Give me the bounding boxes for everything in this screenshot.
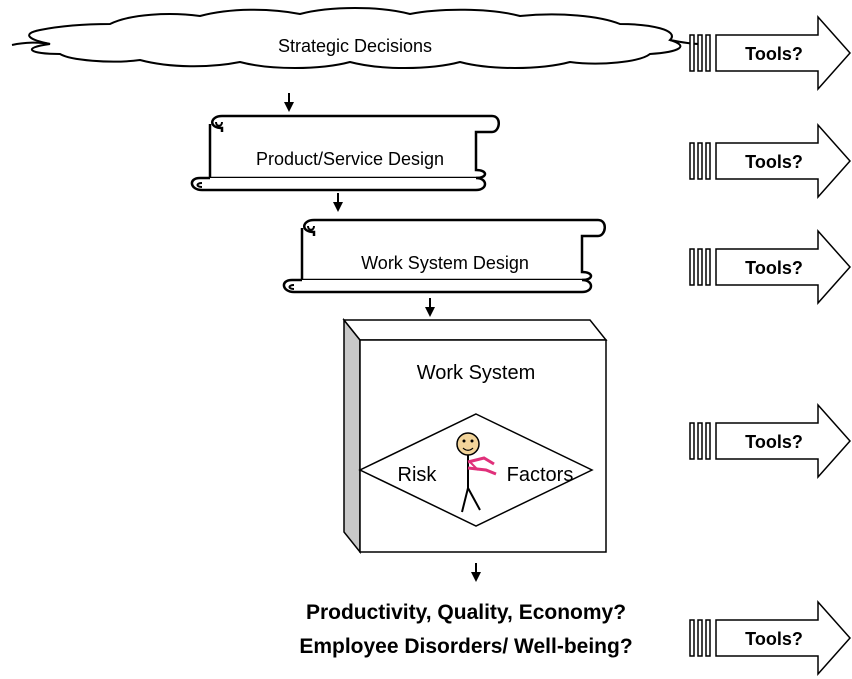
tools-label: Tools? bbox=[745, 44, 803, 64]
strategic-decisions-cloud: Strategic Decisions bbox=[11, 7, 701, 69]
tools-arrow-1: Tools? bbox=[689, 15, 852, 91]
block-arrow-icon bbox=[715, 15, 852, 91]
work-system-box: Work System Risk Factors bbox=[342, 317, 608, 555]
block-arrow-icon bbox=[715, 600, 852, 676]
risk-label: Risk bbox=[398, 464, 438, 486]
tools-arrow-3: Tools? bbox=[689, 229, 852, 305]
work-system-label: Work System bbox=[417, 362, 536, 384]
block-arrow-icon bbox=[715, 229, 852, 305]
cloud-label: Strategic Decisions bbox=[278, 36, 432, 56]
stick-figure-icon bbox=[456, 432, 497, 513]
work-system-design-scroll: Work System Design bbox=[282, 218, 606, 294]
tools-label: Tools? bbox=[745, 629, 803, 649]
tools-label: Tools? bbox=[745, 258, 803, 278]
tools-label: Tools? bbox=[745, 152, 803, 172]
tools-arrow-5: Tools? bbox=[689, 600, 852, 676]
tools-arrow-2: Tools? bbox=[689, 123, 852, 199]
product-service-design-scroll: Product/Service Design bbox=[190, 114, 500, 192]
work-system-design-label: Work System Design bbox=[361, 253, 529, 273]
tools-arrow-4: Tools? bbox=[689, 403, 852, 479]
block-arrow-icon bbox=[715, 123, 852, 199]
block-arrow-icon bbox=[715, 403, 852, 479]
factors-label: Factors bbox=[507, 464, 574, 486]
tools-label: Tools? bbox=[745, 432, 803, 452]
outcome-line-1: Productivity, Quality, Economy? bbox=[306, 601, 626, 624]
outcome-line-2: Employee Disorders/ Well-being? bbox=[299, 635, 632, 658]
product-service-design-label: Product/Service Design bbox=[256, 149, 444, 169]
